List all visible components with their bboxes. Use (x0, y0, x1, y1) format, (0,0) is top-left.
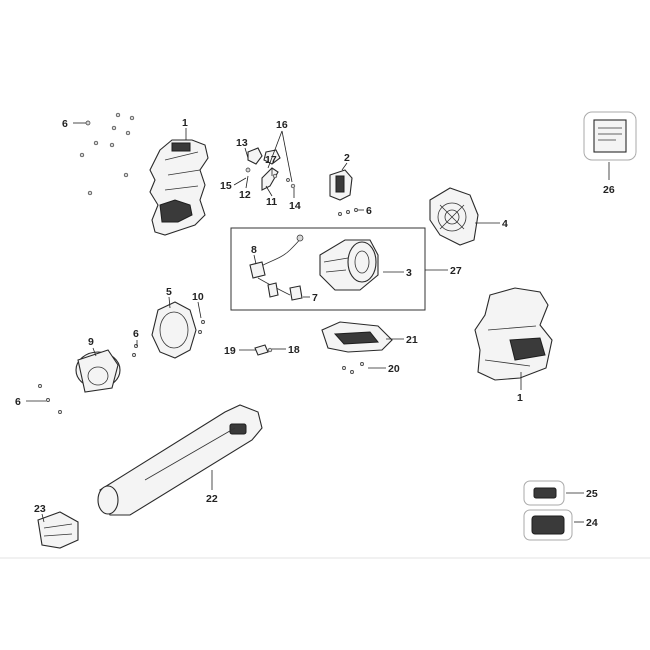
callout-8: 8 (251, 244, 257, 256)
callout-12: 12 (239, 189, 251, 201)
part-25-battery (523, 480, 565, 506)
callout-labels: 6 1 13 15 12 17 16 11 14 2 6 26 4 8 3 27… (15, 117, 615, 529)
callout-24: 24 (586, 517, 598, 529)
callout-15: 15 (220, 180, 232, 192)
callout-10: 10 (192, 291, 204, 303)
part-4-fan-cover (429, 187, 479, 246)
screws-group-part-6c (132, 344, 138, 357)
callout-21: 21 (406, 334, 418, 346)
part-7-bracket (289, 285, 303, 301)
callout-11: 11 (266, 196, 277, 208)
callout-1-left: 1 (182, 117, 188, 129)
part-23-nozzle (37, 511, 79, 549)
screws-group-center (338, 208, 358, 216)
callout-7: 7 (312, 292, 318, 304)
callout-26: 26 (603, 184, 615, 196)
callout-6-center: 6 (366, 205, 372, 217)
screws-group-part-20 (342, 362, 364, 374)
part-1-housing-right (474, 287, 553, 381)
callout-25: 25 (586, 488, 598, 500)
part-24-charger (523, 509, 573, 541)
callout-9: 9 (88, 336, 94, 348)
callout-19: 19 (224, 345, 236, 357)
parts-18-19-pins (254, 344, 273, 356)
part-22-blower-tube (97, 404, 263, 516)
callout-5: 5 (166, 286, 172, 298)
part-9-fan (75, 349, 121, 393)
part-2-switch (329, 169, 353, 201)
screws-group-left-bottom (38, 384, 62, 414)
screws-group-top-left (79, 112, 135, 196)
callout-22: 22 (206, 493, 218, 505)
callout-2: 2 (344, 152, 350, 164)
screws-group-part-10 (198, 320, 205, 334)
part-21-latch (321, 321, 393, 353)
part-8-wiring (249, 234, 304, 298)
leader-lines (26, 122, 610, 523)
callout-3: 3 (406, 267, 412, 279)
callout-6-lower-left: 6 (15, 396, 21, 408)
callout-6-top-left: 6 (62, 118, 68, 130)
part-27-motor-assembly-box (230, 227, 426, 311)
callout-27: 27 (450, 265, 462, 277)
callout-18: 18 (288, 344, 300, 356)
callout-6-mid: 6 (133, 328, 139, 340)
part-1-housing-left (149, 139, 209, 236)
callout-16: 16 (276, 119, 288, 131)
callout-14: 14 (289, 200, 301, 212)
callout-20: 20 (388, 363, 400, 375)
callout-4: 4 (502, 218, 508, 230)
callout-17: 17 (265, 154, 277, 166)
callout-23: 23 (34, 503, 46, 515)
part-26-manual (583, 111, 637, 161)
trigger-assembly (245, 147, 296, 191)
part-5-ring (151, 301, 197, 359)
part-3-motor (319, 239, 379, 291)
callout-13: 13 (236, 137, 248, 149)
callout-1-right: 1 (517, 392, 523, 404)
